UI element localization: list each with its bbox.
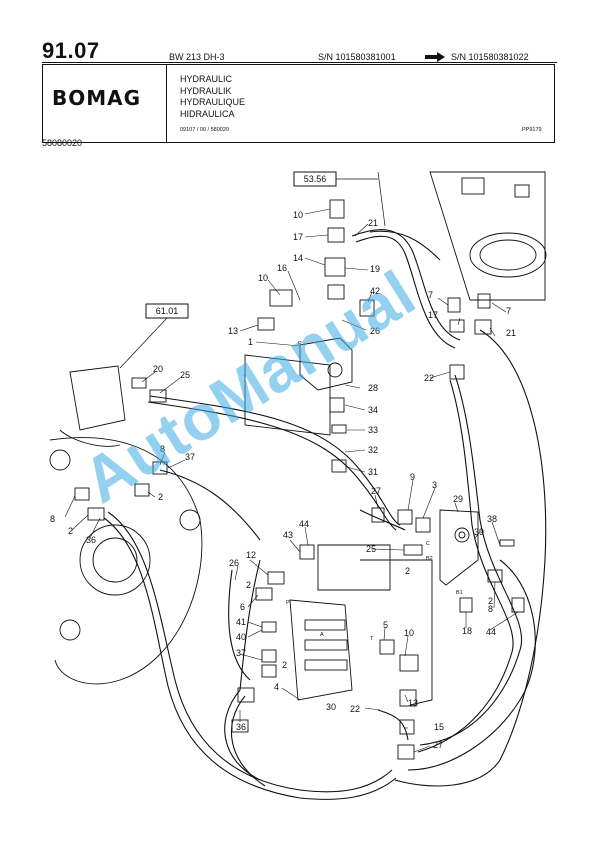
port-label: C bbox=[426, 541, 430, 547]
callout-label: 36 bbox=[86, 535, 96, 545]
callout-label: 9 bbox=[410, 472, 415, 482]
callout-label: 36 bbox=[236, 722, 246, 732]
port-label: P bbox=[298, 341, 302, 347]
title-fr: HYDRAULIQUE bbox=[180, 97, 246, 107]
serial-to: S/N 101580381022 bbox=[451, 52, 529, 62]
callout-label: 40 bbox=[236, 632, 246, 642]
callout-label: 38 bbox=[487, 514, 497, 524]
callout-label: 41 bbox=[236, 617, 246, 627]
header-rule bbox=[42, 62, 557, 63]
port-labels: P T A C B2 B1 P bbox=[286, 341, 463, 642]
callout-label: 12 bbox=[246, 550, 256, 560]
callout-label: 33 bbox=[368, 425, 378, 435]
reference-boxes: 53.56 61.01 bbox=[119, 171, 386, 369]
callout-label: 17 bbox=[428, 310, 438, 320]
port-label: A bbox=[320, 632, 324, 638]
callout-label: 22 bbox=[350, 704, 360, 714]
callout-label: 43 bbox=[283, 530, 293, 540]
callout-label: 3 bbox=[432, 480, 437, 490]
port-label: B1 bbox=[456, 590, 463, 596]
callout-label: 37 bbox=[236, 648, 246, 658]
callout-label: 32 bbox=[368, 445, 378, 455]
callout-label: 44 bbox=[486, 627, 496, 637]
callout-label: 37 bbox=[185, 452, 195, 462]
callout-label: 10 bbox=[293, 210, 303, 220]
ref-53-56: 53.56 bbox=[304, 174, 327, 184]
callout-label: 27 bbox=[371, 486, 381, 496]
callout-label: 26 bbox=[229, 558, 239, 568]
port-label: B2 bbox=[426, 556, 433, 562]
callout-label: 8 bbox=[488, 604, 493, 614]
callout-label: 25 bbox=[366, 544, 376, 554]
components bbox=[49, 171, 547, 760]
callout-label: 26 bbox=[370, 326, 380, 336]
callout-label: 31 bbox=[368, 467, 378, 477]
callout-label: 7 bbox=[506, 306, 511, 316]
callout-label: 1 bbox=[248, 337, 253, 347]
callout-label: 14 bbox=[293, 253, 303, 263]
callout-label: 8 bbox=[50, 514, 55, 524]
serial-from: S/N 101580381001 bbox=[318, 52, 396, 62]
leader-lines bbox=[64, 208, 519, 753]
callout-label: 13 bbox=[228, 326, 238, 336]
hose-lines bbox=[103, 229, 547, 800]
callout-label: 39 bbox=[474, 527, 484, 537]
callout-label: 42 bbox=[370, 286, 380, 296]
port-label: P bbox=[286, 600, 290, 606]
callout-label: 22 bbox=[424, 373, 434, 383]
callout-label: 8 bbox=[160, 444, 165, 454]
callout-label: 15 bbox=[434, 722, 444, 732]
title-en: HYDRAULIC bbox=[180, 74, 233, 84]
callout-labels: 10 21 17 14 19 10 16 42 7 7 17 21 13 1 2… bbox=[50, 210, 516, 750]
callout-label: 6 bbox=[240, 602, 245, 612]
callout-label: 21 bbox=[368, 218, 378, 228]
callout-label: 19 bbox=[370, 264, 380, 274]
callout-label: 34 bbox=[368, 405, 378, 415]
callout-label: 28 bbox=[368, 383, 378, 393]
callout-label: 10 bbox=[258, 273, 268, 283]
callout-label: 16 bbox=[277, 263, 287, 273]
port-label: T bbox=[370, 636, 374, 642]
callout-label: 2 bbox=[282, 660, 287, 670]
title-es: HIDRAULICA bbox=[180, 108, 235, 119]
callout-label: 5 bbox=[383, 620, 388, 630]
section-number: 91.07 bbox=[42, 38, 100, 63]
title-de: HYDRAULIK bbox=[180, 85, 232, 96]
callout-label: 30 bbox=[326, 702, 336, 712]
callout-label: 2 bbox=[488, 596, 493, 606]
ref-61-01: 61.01 bbox=[156, 306, 179, 316]
callout-label: 7 bbox=[428, 290, 433, 300]
arrow-right-icon bbox=[425, 52, 445, 62]
title-list: HYDRAULIC HYDRAULIK HYDRAULIQUE HIDRAULI… bbox=[180, 74, 245, 120]
page-code: PP9179 bbox=[522, 127, 542, 133]
callout-label: 10 bbox=[404, 628, 414, 638]
callout-label: 2 bbox=[68, 526, 73, 536]
callout-label: 20 bbox=[153, 364, 163, 374]
callout-label: 27 bbox=[433, 740, 443, 750]
callout-label: 2 bbox=[158, 492, 163, 502]
callout-label: 44 bbox=[299, 519, 309, 529]
callout-label: 25 bbox=[180, 370, 190, 380]
callout-label: 21 bbox=[506, 328, 516, 338]
callout-label: 18 bbox=[462, 626, 472, 636]
part-number: 58080020 bbox=[42, 138, 83, 148]
callout-label: 2 bbox=[405, 566, 410, 576]
bomag-logo: BOMAG bbox=[52, 86, 142, 110]
callout-label: 17 bbox=[293, 232, 303, 242]
model-label: BW 213 DH-3 bbox=[169, 52, 225, 62]
callout-label: 4 bbox=[274, 682, 279, 692]
callout-label: 29 bbox=[453, 494, 463, 504]
callout-label: 13 bbox=[408, 698, 418, 708]
title-block bbox=[42, 64, 555, 143]
callout-label: 2 bbox=[246, 580, 251, 590]
title-block-divider bbox=[166, 64, 167, 143]
document-reference: 09107 / 00 / 580020 bbox=[180, 127, 229, 133]
